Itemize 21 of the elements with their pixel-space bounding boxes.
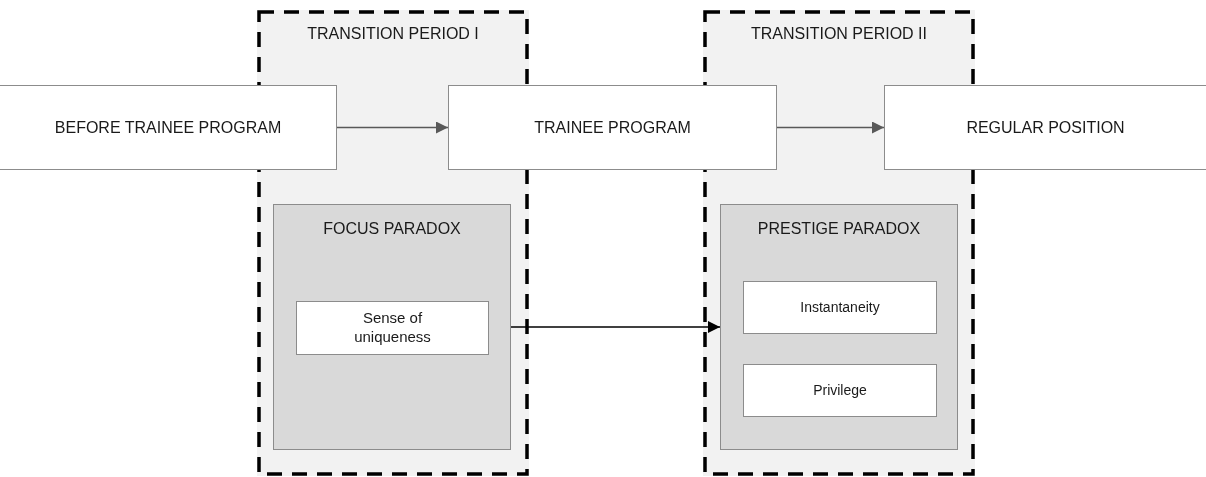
stage-label: REGULAR POSITION [965,117,1126,138]
arrow [336,121,449,134]
paradox-box [273,204,511,450]
stage-box [0,85,337,170]
factor-box [743,281,937,334]
heading: PRESTIGE PARADOX [756,219,922,239]
heading: FOCUS PARADOX [322,219,462,239]
stage-box [448,85,777,170]
factor-label: Privilege [812,381,868,400]
factor-label: Instantaneity [799,298,881,317]
heading: TRANSITION PERIOD II [750,24,928,44]
arrow [510,321,721,333]
paradox-box [720,204,958,450]
factor-box [743,364,937,417]
factor-label: Sense of uniqueness [353,309,432,347]
heading: TRANSITION PERIOD I [306,24,480,44]
factor-box [296,301,489,355]
arrow [776,121,885,134]
stage-label: TRAINEE PROGRAM [533,117,692,138]
stage-label: BEFORE TRAINEE PROGRAM [53,117,283,138]
stage-box [884,85,1206,170]
